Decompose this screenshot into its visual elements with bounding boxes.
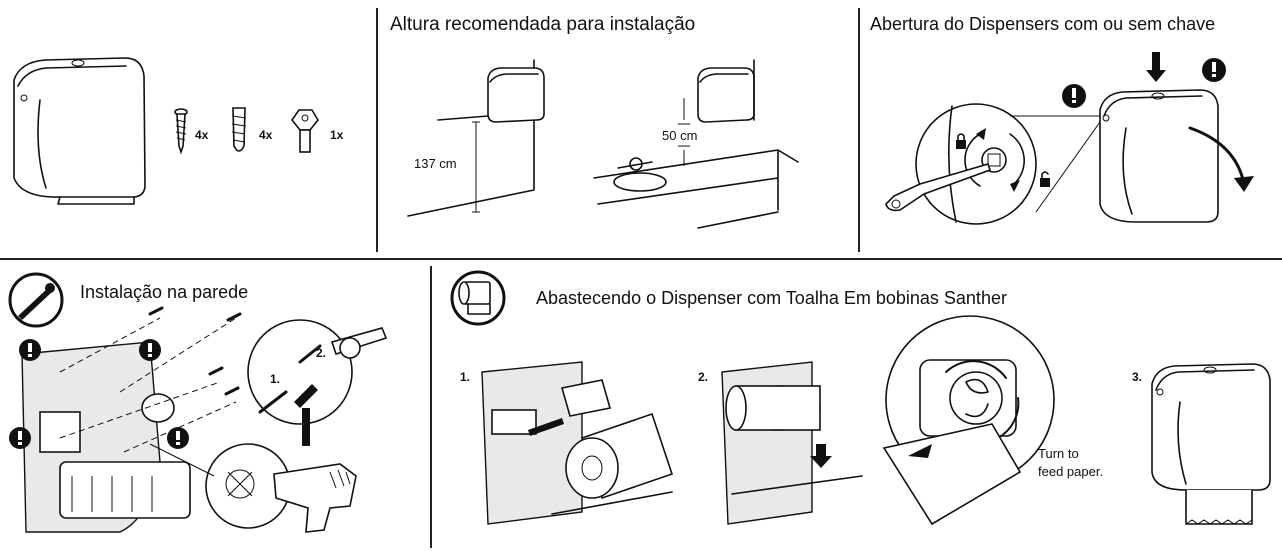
screw-drawing [174,108,188,155]
back-plate-drawing [21,341,191,533]
height-panel-title: Altura recomendada para instalação [390,14,696,35]
warning-icon-1 [1062,84,1086,108]
key-drawing [291,109,319,153]
step3-drawing [1151,363,1271,525]
opening-panel-title: Abertura do Dispensers com ou sem chave [870,14,1216,34]
dispenser-open-drawing [1099,89,1219,223]
wall-install-title: Instalação na parede [80,282,249,302]
opening-illustration [885,52,1254,225]
lock-detail-circle [915,103,1037,225]
screws-quantity: 4x [195,128,209,142]
swing-arrow-icon [1188,126,1246,186]
contents-panel: 4x 4x 1x [0,0,376,258]
screw-icon [8,272,64,328]
load-step-2: 2. [698,370,709,384]
height-illustration [407,59,799,229]
anchors-quantity: 4x [259,128,273,142]
load-step-1: 1. [460,370,471,384]
turn-label-line2: feed paper. [1038,464,1104,479]
vertical-divider-top-1 [376,8,378,252]
vertical-divider-top-2 [858,8,860,252]
gap-label: 50 cm [662,128,698,143]
push-arrow-icon [1146,52,1166,82]
turn-label-line1: Turn to [1038,446,1079,461]
height-panel: Altura recomendada para instalação 137 c… [378,0,858,258]
locked-icon [956,133,966,149]
wall-install-panel: Instalação na parede 1. 2. [0,262,430,551]
vertical-divider-bottom [430,266,432,548]
wall-install-illustration [8,272,388,533]
warning-icon-d [167,427,189,449]
key-quantity: 1x [330,128,344,142]
dispenser-drawing [13,57,146,205]
key-in-lock-drawing [885,163,992,212]
step2-drawing [721,361,863,525]
wall-step-2: 2. [316,346,327,360]
horizontal-divider [0,258,1282,260]
loading-illustration [450,270,1271,526]
knob-zoom-bubble [882,315,1055,526]
drill-zoom-bubble [205,443,357,533]
contents-illustration [13,57,319,205]
anchor-zoom-bubble [247,319,388,446]
warning-icon-c [9,427,31,449]
warning-icon-b [139,339,161,361]
step1-drawing [481,361,674,525]
wall-step-1: 1. [270,372,281,386]
warning-icon-2 [1202,58,1226,82]
load-step-3: 3. [1132,370,1143,384]
unlocked-icon [1040,171,1050,187]
wall-scene-right [593,59,799,229]
wall-scene-left [407,59,545,217]
height-label: 137 cm [414,156,457,171]
warning-icon-a [19,339,41,361]
anchor-drawing [231,107,247,152]
opening-panel: Abertura do Dispensers com ou sem chave [860,0,1282,258]
loading-panel: Abastecendo o Dispenser com Toalha Em bo… [432,262,1282,551]
paper-roll-icon [450,270,506,326]
loading-panel-title: Abastecendo o Dispenser com Toalha Em bo… [536,288,1007,308]
